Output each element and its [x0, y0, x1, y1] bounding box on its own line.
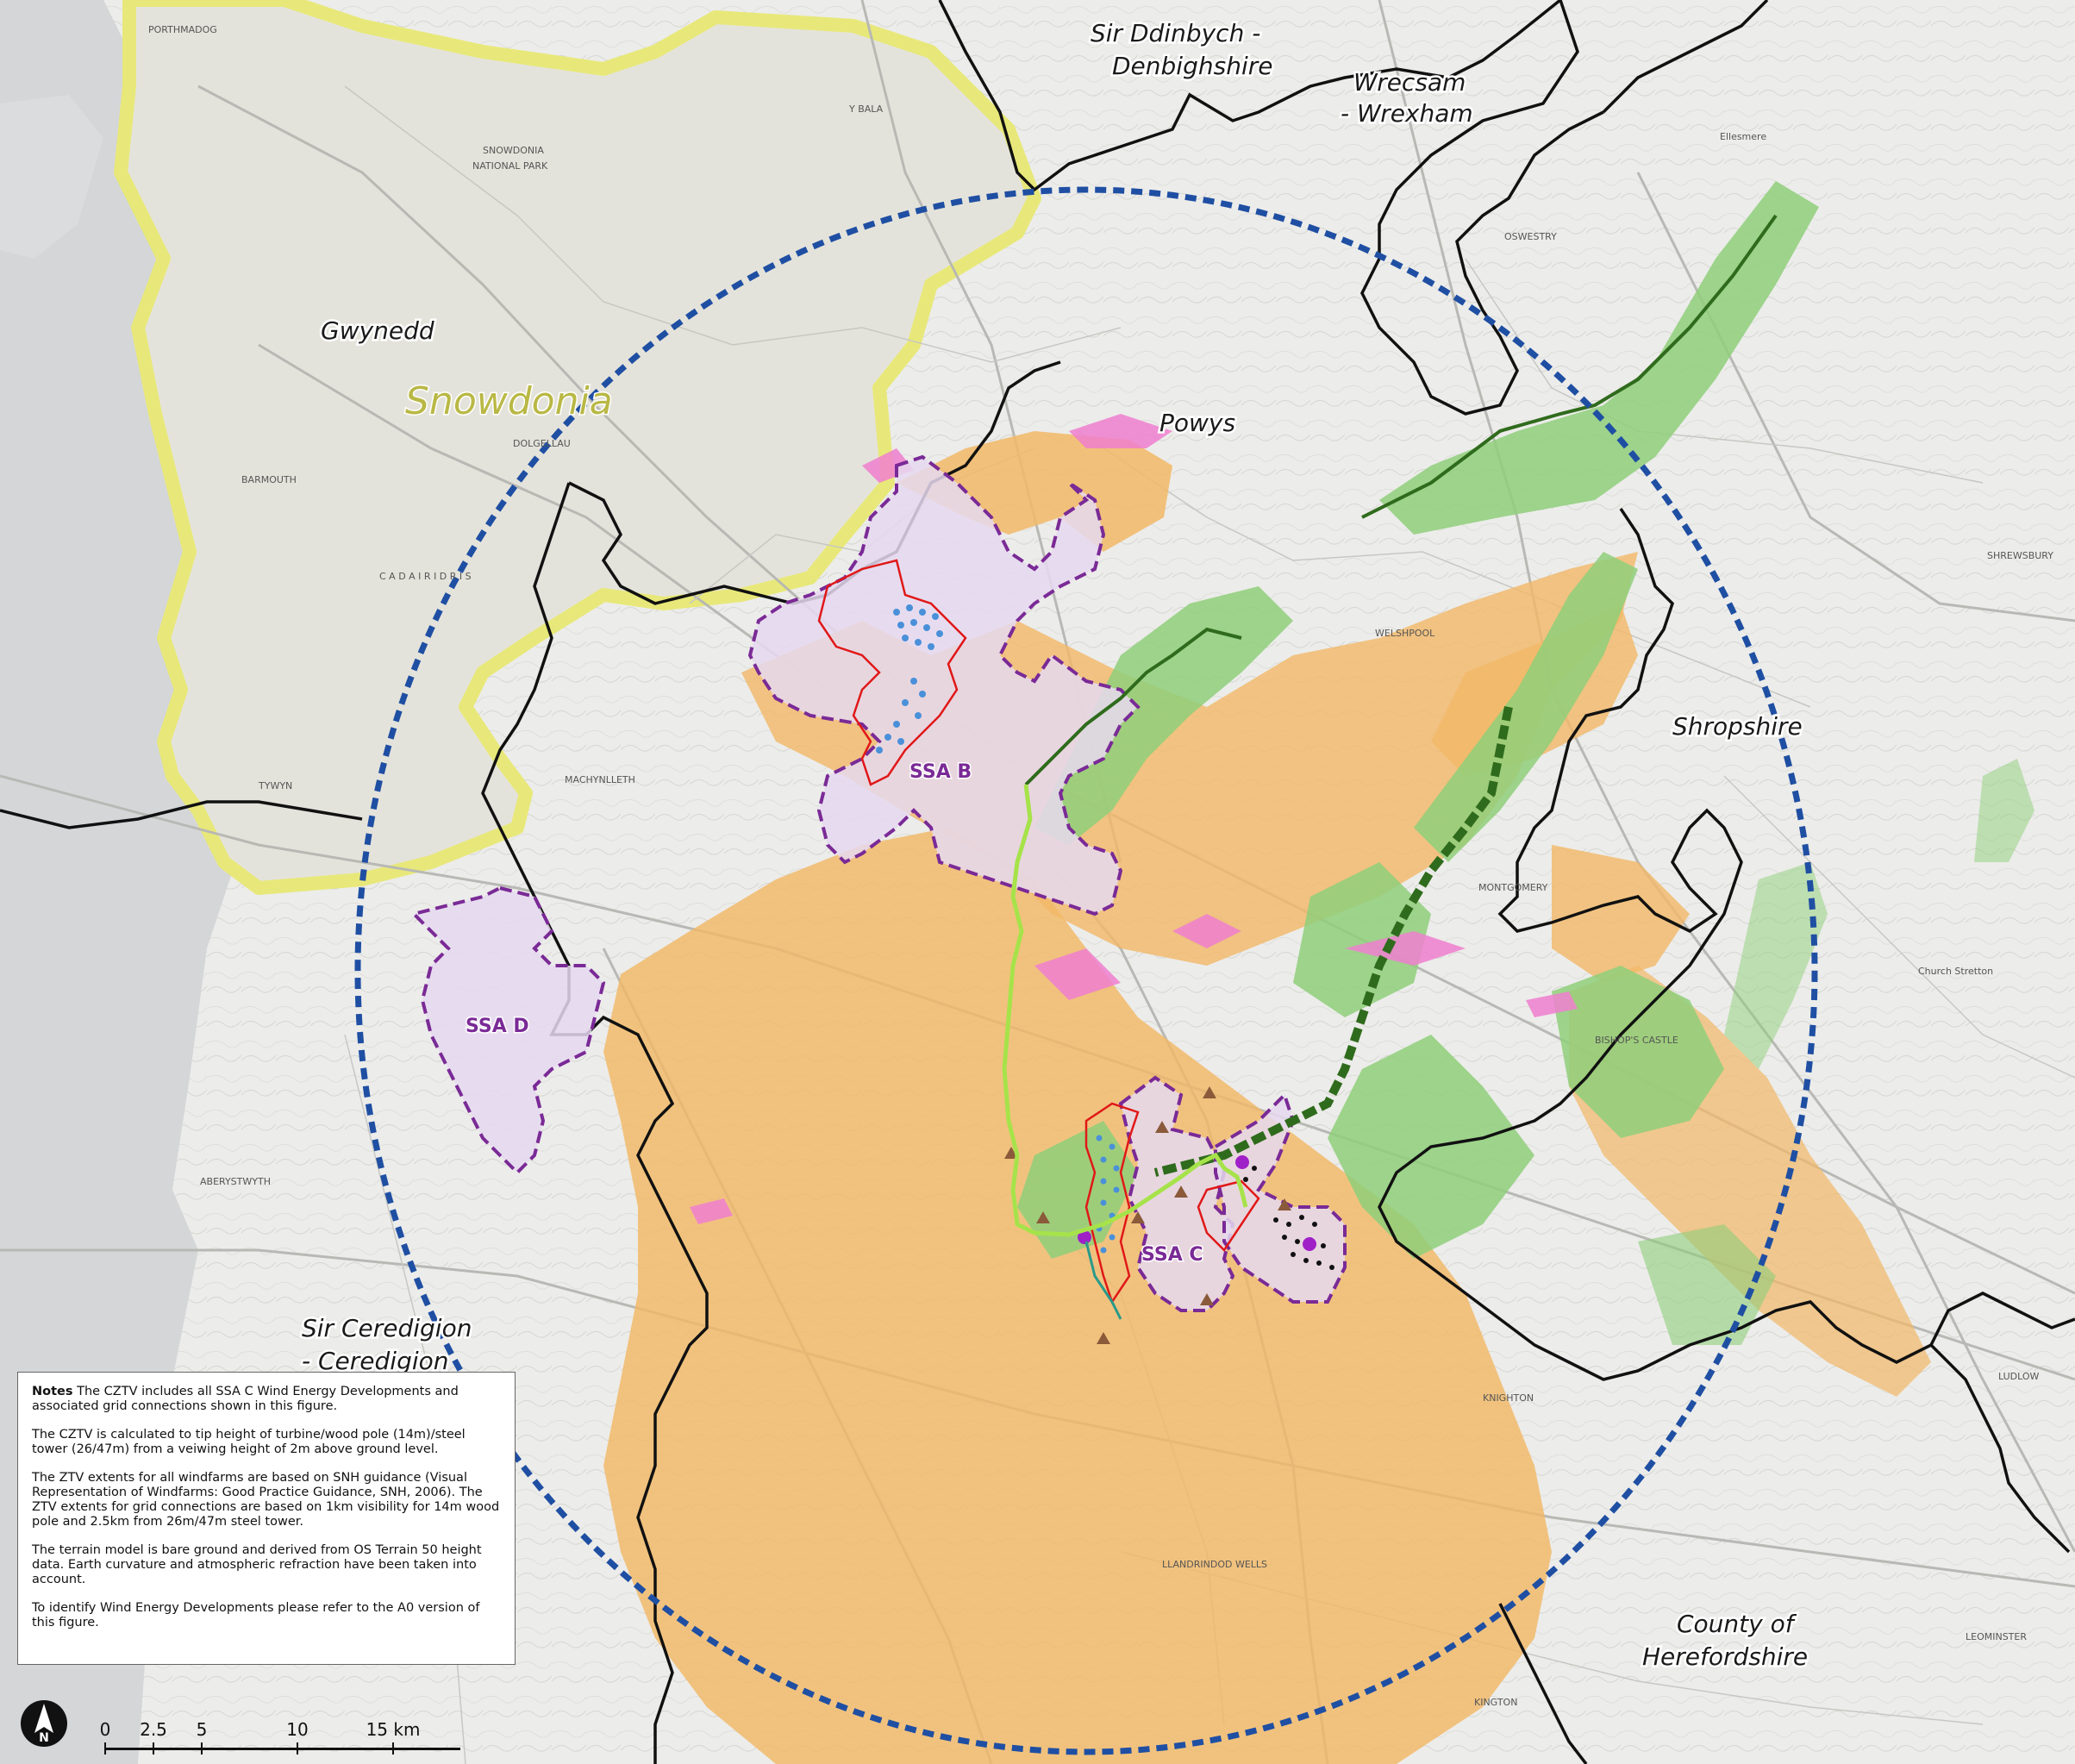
scale-tick-5: 5	[197, 1719, 208, 1740]
notes-paragraph-3: The ZTV extents for all windfarms are ba…	[32, 1471, 500, 1529]
region-labels: Gwynedd Snowdonia Sir Ddinbych - Denbigh…	[300, 17, 1810, 1673]
notes-heading: Notes	[32, 1385, 73, 1398]
label-ceredigion-1: Sir Ceredigion	[302, 1314, 472, 1342]
town-oswestry: OSWESTRY	[1504, 231, 1557, 242]
scale-tick-0: 0	[100, 1719, 111, 1740]
town-aberystwyth: ABERYSTWYTH	[200, 1176, 271, 1187]
turbines-ssa-b	[876, 604, 943, 754]
label-denbighshire-2: Denbighshire	[1112, 52, 1272, 80]
label-wrexham-2: - Wrexham	[1341, 99, 1473, 128]
town-montgomery: MONTGOMERY	[1478, 882, 1548, 893]
notes-paragraph-5: To identify Wind Energy Developments ple…	[32, 1601, 480, 1630]
label-powys: Powys	[1159, 409, 1235, 437]
town-kington: KINGTON	[1474, 1697, 1517, 1708]
town-snowdonia-np-1: SNOWDONIA	[483, 145, 544, 156]
town-barmouth: BARMOUTH	[241, 474, 297, 485]
grid-route-steel-tower	[1153, 706, 1513, 1177]
label-gwynedd: Gwynedd	[321, 316, 434, 345]
ssa-labels: SSA B SSA C SSA D	[465, 760, 1205, 1267]
scale-tick-2-5: 2.5	[140, 1719, 167, 1740]
label-ssa-c: SSA C	[1141, 1244, 1203, 1266]
existing-windfarm-markers	[1004, 1086, 1291, 1344]
town-porthmadog: PORTHMADOG	[148, 24, 217, 35]
town-snowdonia-np-2: NATIONAL PARK	[472, 160, 548, 172]
notes-paragraph-4: The terrain model is bare ground and der…	[32, 1543, 482, 1586]
strategic-search-areas	[410, 454, 1347, 1312]
scale-tick-15: 15 km	[366, 1719, 421, 1740]
town-machynlleth: MACHYNLLETH	[565, 774, 635, 785]
label-wrexham-1: Wrecsam	[1353, 68, 1466, 97]
snowdonia-national-park	[114, 0, 1041, 895]
town-tywyn: TYWYN	[258, 780, 292, 791]
town-knighton: KNIGHTON	[1483, 1392, 1534, 1404]
grid-route-ssa-b	[1024, 627, 1242, 786]
label-ssa-b: SSA B	[909, 761, 972, 783]
notes-paragraph-1: Notes The CZTV includes all SSA C Wind E…	[32, 1385, 501, 1414]
notes-panel: Notes The CZTV includes all SSA C Wind E…	[17, 1372, 516, 1665]
town-leominster: LEOMINSTER	[1966, 1631, 2027, 1642]
label-shropshire: Shropshire	[1672, 712, 1803, 741]
grid-route-spur	[1084, 1241, 1122, 1320]
town-cadair-idris: C A D A I R I D R I S	[379, 571, 472, 582]
grid-route-wood-pole	[1002, 784, 1248, 1237]
north-arrow-icon: N	[21, 1700, 67, 1747]
town-welshpool: WELSHPOOL	[1375, 628, 1435, 639]
town-shrewsbury: SHREWSBURY	[1987, 550, 2053, 561]
substations	[1078, 1155, 1316, 1251]
town-ellesmere: Ellesmere	[1720, 131, 1766, 142]
ssa-d-area	[410, 885, 606, 1175]
scale-tick-10: 10	[286, 1719, 308, 1740]
ssa-b-area	[747, 454, 1141, 916]
town-dolgellau: DOLGELLAU	[513, 438, 571, 449]
windfarm-boundaries	[817, 559, 1260, 1304]
town-bishops-castle: BISHOP'S CASTLE	[1595, 1035, 1678, 1046]
label-ssa-d: SSA D	[466, 1016, 529, 1037]
label-denbighshire-1: Sir Ddinbych -	[1091, 19, 1260, 47]
svg-text:N: N	[39, 1731, 49, 1745]
bay	[0, 95, 103, 259]
town-bala: Y BALA	[848, 103, 884, 115]
study-area-circle	[354, 186, 1818, 1755]
ztv-cumulative-visibility	[690, 414, 1578, 1224]
notes-paragraph-2: The CZTV is calculated to tip height of …	[32, 1428, 466, 1456]
grid-route-north	[1361, 214, 1778, 519]
town-llandrindod-wells: LLANDRINDOD WELLS	[1162, 1559, 1267, 1570]
label-hereford-1: County of	[1677, 1610, 1797, 1638]
town-ludlow: LUDLOW	[1998, 1371, 2039, 1382]
label-snowdonia: Snowdonia	[405, 379, 613, 423]
town-labels: PORTHMADOG SNOWDONIA NATIONAL PARK Y BAL…	[148, 24, 2053, 1708]
label-hereford-2: Herefordshire	[1642, 1642, 1808, 1671]
town-church-stretton: Church Stretton	[1918, 966, 1993, 977]
grid-connections	[1002, 214, 1778, 1320]
notes-text-1: The CZTV includes all SSA C Wind Energy …	[32, 1385, 459, 1413]
scale-bar: 0 2.5 5 10 15 km	[100, 1719, 460, 1755]
